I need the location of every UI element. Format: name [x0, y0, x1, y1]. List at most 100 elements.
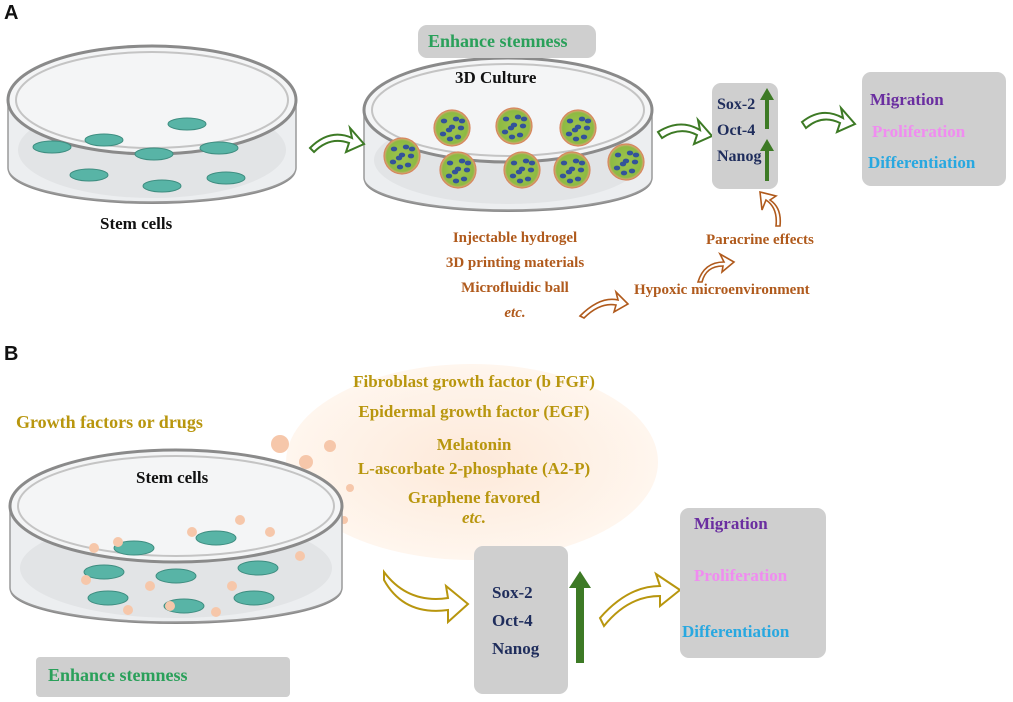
- cell-nucleus: [402, 144, 410, 150]
- cell-nucleus: [572, 158, 580, 164]
- cell-nucleus: [514, 114, 522, 120]
- stem-cell-group-a: [32, 117, 246, 193]
- cell-nucleus: [520, 116, 528, 122]
- marker-label: Sox-2: [717, 96, 756, 113]
- cell-nucleus: [578, 116, 586, 122]
- cell-nucleus: [460, 176, 468, 182]
- stem-cell-group-b: [83, 530, 279, 614]
- cell-nucleus: [583, 125, 591, 131]
- cell-nucleus: [502, 116, 510, 122]
- curved-arrow-icon: [759, 190, 782, 227]
- outcome-box-a: Migration Proliferation Differentiation: [862, 72, 1006, 186]
- method-item: 3D printing materials: [445, 255, 585, 271]
- cell-nucleus: [580, 134, 588, 140]
- outcome-proliferation: Proliferation: [694, 566, 788, 585]
- particle-icon: [299, 455, 313, 469]
- enhance-stemness-label: Enhance stemness: [428, 31, 568, 51]
- method-list: Injectable hydrogel 3D printing material…: [440, 230, 590, 330]
- cell-nucleus: [632, 152, 640, 158]
- cell-nucleus: [458, 158, 466, 164]
- cell-nucleus: [574, 176, 582, 182]
- cell-nucleus: [578, 160, 586, 166]
- curved-arrow-icon: [656, 116, 714, 146]
- cell-nucleus: [446, 160, 454, 166]
- petri-dish-icon: [6, 44, 298, 204]
- cell-nucleus: [510, 160, 518, 166]
- marker-label: Nanog: [717, 148, 762, 165]
- spheroid-group: [383, 107, 645, 189]
- particle-icon: [271, 435, 289, 453]
- stem-cells-caption: Stem cells: [100, 214, 173, 233]
- cell-nucleus: [408, 146, 416, 152]
- particle-icon: [324, 440, 336, 452]
- outcome-box-b: Migration Proliferation Differentiation: [680, 508, 826, 658]
- cell-nucleus: [454, 134, 462, 140]
- factor-item: Fibroblast growth factor (b FGF): [353, 372, 595, 391]
- curved-arrow-icon: [696, 251, 736, 283]
- cell-nucleus: [452, 116, 460, 122]
- marker-label: Sox-2: [492, 583, 533, 602]
- curved-arrow-icon: [598, 571, 682, 628]
- cell-nucleus: [566, 178, 574, 184]
- marker-label: Oct-4: [717, 122, 756, 139]
- outcome-migration: Migration: [870, 90, 944, 109]
- cell-nucleus: [560, 160, 568, 166]
- growth-factors-label: Growth factors or drugs: [16, 412, 203, 432]
- cell-nucleus: [631, 159, 639, 165]
- cell-nucleus: [572, 136, 580, 142]
- factor-list: Fibroblast growth factor (b FGF) Epiderm…: [304, 372, 644, 530]
- cell-nucleus: [622, 158, 630, 164]
- marker-box-b: Sox-2 Oct-4 Nanog: [474, 546, 568, 694]
- panel-label-a: A: [4, 2, 19, 24]
- outcome-differentiation: Differentiation: [682, 622, 790, 641]
- outcome-migration: Migration: [694, 514, 768, 533]
- outcome-differentiation: Differentiation: [868, 153, 976, 172]
- cell-nucleus: [528, 160, 536, 166]
- marker-box-a: Sox-2 Oct-4 Nanog: [712, 83, 778, 189]
- cell-nucleus: [559, 173, 567, 179]
- enhance-stemness-label: Enhance stemness: [48, 665, 188, 685]
- factor-item: Graphene favored: [407, 488, 541, 507]
- cell-nucleus: [448, 124, 456, 130]
- up-arrow-icon: [760, 88, 774, 181]
- culture-title: 3D Culture: [455, 68, 537, 87]
- paracrine-label: Paracrine effects: [706, 232, 814, 248]
- cell-nucleus: [390, 146, 398, 152]
- cell-nucleus: [464, 160, 472, 166]
- cell-nucleus: [440, 118, 448, 124]
- cell-nucleus: [396, 164, 404, 170]
- dish-title-b: Stem cells: [136, 468, 209, 487]
- particle-icon: [81, 515, 305, 617]
- curved-arrow-icon: [308, 124, 366, 154]
- marker-label: Oct-4: [492, 611, 533, 630]
- cell-nucleus: [404, 162, 412, 168]
- cell-nucleus: [574, 124, 582, 130]
- factor-cloud: [286, 364, 658, 560]
- cell-nucleus: [508, 134, 516, 140]
- cell-nucleus: [516, 132, 524, 138]
- curved-arrow-icon: [578, 289, 630, 319]
- factor-item: Epidermal growth factor (EGF): [358, 402, 590, 421]
- method-item: Microfluidic ball: [461, 280, 569, 296]
- cell-nucleus: [565, 131, 573, 137]
- cell-nucleus: [446, 136, 454, 142]
- cell-nucleus: [519, 123, 527, 129]
- cell-nucleus: [527, 167, 535, 173]
- cell-nucleus: [568, 166, 576, 172]
- cell-nucleus: [518, 166, 526, 172]
- cell-nucleus: [614, 152, 622, 158]
- cell-nucleus: [463, 167, 471, 173]
- cell-nucleus: [516, 178, 524, 184]
- outcome-proliferation: Proliferation: [872, 122, 966, 141]
- method-item: Injectable hydrogel: [452, 230, 578, 246]
- particle-icon: [346, 484, 354, 492]
- cell-nucleus: [620, 170, 628, 176]
- cell-nucleus: [510, 122, 518, 128]
- cell-nucleus: [452, 178, 460, 184]
- cell-nucleus: [566, 118, 574, 124]
- cell-nucleus: [626, 150, 634, 156]
- cell-nucleus: [577, 167, 585, 173]
- factor-item: L-ascorbate 2-phosphate (A2-P): [357, 459, 591, 478]
- marker-label: Nanog: [492, 639, 540, 658]
